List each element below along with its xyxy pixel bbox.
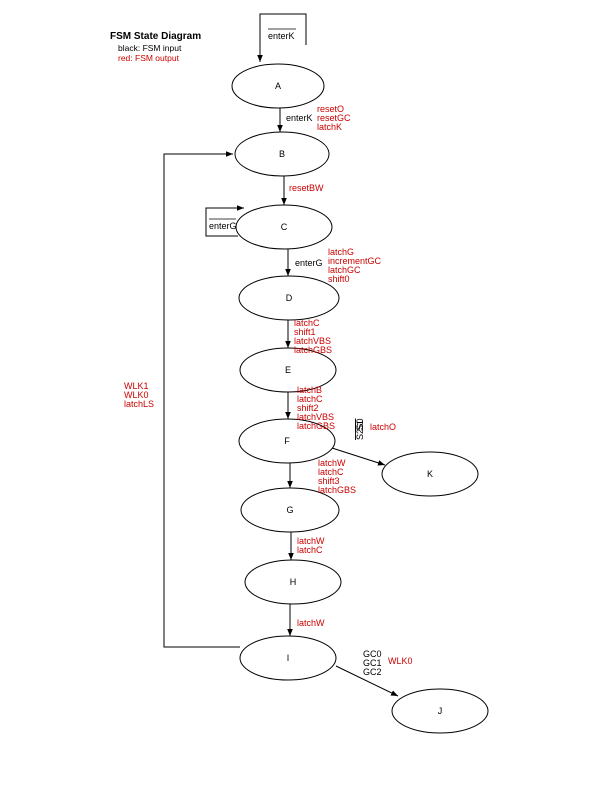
edge-f-k-input-0: S0 xyxy=(355,418,365,429)
state-i xyxy=(239,635,337,681)
loop-a xyxy=(259,13,307,62)
state-h-label: H xyxy=(290,577,297,587)
edge-g-h-output-0: latchW xyxy=(297,536,325,546)
edge-d-e-output-1: shift1 xyxy=(294,327,316,337)
edge-i-b-output-2: latchLS xyxy=(124,399,154,409)
state-h xyxy=(244,559,342,605)
state-g-label: G xyxy=(286,505,293,515)
edge-e-f-output-1: latchC xyxy=(297,394,323,404)
edge-e-f-output-2: shift2 xyxy=(297,403,319,413)
state-f xyxy=(238,418,336,464)
edge-c-d-output-3: shift0 xyxy=(328,274,350,284)
edge-f-g-output-2: shift3 xyxy=(318,476,340,486)
edge-h-i-output-0: latchW xyxy=(297,618,325,628)
edge-f-k-output-0: latchO xyxy=(370,422,396,432)
state-d xyxy=(238,275,340,321)
edge-i-j-input-1: GC1 xyxy=(363,658,382,668)
edge-i-b-output-0: WLK1 xyxy=(124,381,149,391)
edge-i-b xyxy=(163,151,240,648)
edge-b-c-output-0: resetBW xyxy=(289,183,324,193)
edge-i-j xyxy=(335,665,399,697)
edge-a-b-output-0: resetO xyxy=(317,104,344,114)
edge-e-f-output-4: latchGBS xyxy=(297,421,335,431)
edge-a-b-input: enterK xyxy=(286,113,313,123)
diagram-title: FSM State Diagram xyxy=(110,31,201,42)
edge-i-b-output-1: WLK0 xyxy=(124,390,149,400)
edge-d-e-output-0: latchC xyxy=(294,318,320,328)
state-k-label: K xyxy=(427,469,433,479)
edge-f-k xyxy=(331,447,386,466)
edge-g-h-output-1: latchC xyxy=(297,545,323,555)
loop-a-input: enterK xyxy=(268,31,295,41)
edge-i-j-input-2: GC2 xyxy=(363,667,382,677)
edge-e-f-output-0: latchB xyxy=(297,385,322,395)
state-f-label: F xyxy=(284,436,290,446)
edge-a-b-output-1: resetGC xyxy=(317,113,351,123)
edge-f-g-output-0: latchW xyxy=(318,458,346,468)
state-a xyxy=(231,63,325,109)
state-e-label: E xyxy=(285,365,291,375)
edge-e-f-output-3: latchVBS xyxy=(297,412,334,422)
edge-i-j-output-0: WLK0 xyxy=(388,656,413,666)
state-j-label: J xyxy=(438,706,443,716)
loop-c-input: enterG xyxy=(209,221,237,231)
state-j xyxy=(391,688,489,734)
legend-output: red: FSM output xyxy=(118,53,180,63)
edge-i-j-input-0: GC0 xyxy=(363,649,382,659)
state-b-label: B xyxy=(279,149,285,159)
loop-c xyxy=(205,205,244,237)
edge-a-b-output-2: latchK xyxy=(317,122,342,132)
state-k xyxy=(381,451,479,497)
edge-c-d-input: enterG xyxy=(295,258,323,268)
edge-c-d-output-0: latchG xyxy=(328,247,354,257)
edge-c-d-output-2: latchGC xyxy=(328,265,361,275)
legend-input: black: FSM input xyxy=(118,43,182,53)
edge-d-e-output-2: latchVBS xyxy=(294,336,331,346)
state-c-label: C xyxy=(281,222,288,232)
state-a-label: A xyxy=(275,81,281,91)
edge-f-k-input-1: S1 xyxy=(355,420,365,431)
state-d-label: D xyxy=(286,293,293,303)
edge-f-k-input-2: S2 xyxy=(355,429,365,440)
edge-f-g-output-3: latchGBS xyxy=(318,485,356,495)
edge-c-d-output-1: incrementGC xyxy=(328,256,382,266)
edge-f-g-output-1: latchC xyxy=(318,467,344,477)
state-b xyxy=(234,131,330,177)
edge-d-e-output-3: latchGBS xyxy=(294,345,332,355)
state-i-label: I xyxy=(287,653,290,663)
